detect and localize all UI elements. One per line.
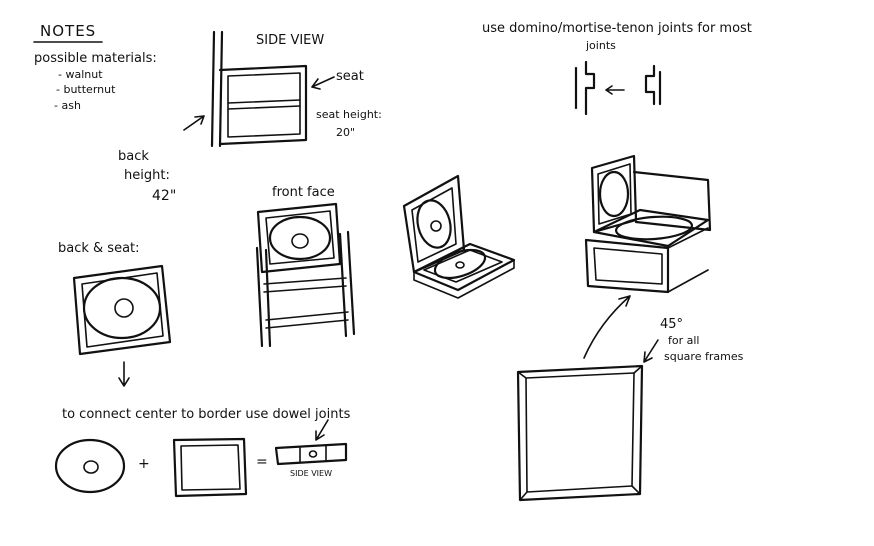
assembled-front-panel-inner [593, 247, 663, 285]
seat-label: seat [336, 69, 364, 84]
down-arrow-icon [118, 361, 130, 387]
seat-height-value: 20" [336, 126, 355, 139]
back-label: back [118, 149, 149, 164]
back-seat-disc-center [114, 298, 134, 318]
seat-arrow-icon [311, 76, 335, 90]
seat-height-label: seat height: [316, 108, 382, 121]
open-box-sketch [402, 174, 516, 299]
front-back-disc [268, 215, 332, 261]
front-leg-right-outer [346, 230, 356, 336]
dowel-side-view-label: SIDE VIEW [290, 469, 332, 478]
material-item-walnut: - walnut [58, 68, 103, 81]
open-box-seat-disc-center [455, 261, 465, 269]
connect-plus: + [138, 456, 150, 472]
connect-frame-outer [172, 437, 248, 498]
square-frame-section: 45° for all square frames [516, 317, 744, 502]
joints-note-line2: joints [585, 39, 616, 52]
open-box-seat-disc [433, 248, 487, 280]
open-box-seat-thickness [413, 259, 515, 299]
frame-angle-arrow-icon [643, 339, 659, 363]
front-leg-left-inner [264, 248, 272, 348]
materials-label: possible materials: [34, 51, 157, 66]
back-post-inner [218, 30, 224, 148]
frame-angle-value: 45° [660, 317, 683, 332]
back-seat-section: back & seat: [58, 241, 172, 387]
open-box-back-disc [416, 199, 452, 249]
material-item-butternut: - butternut [56, 83, 116, 96]
front-rail-lower-a [265, 311, 349, 321]
dowel-arrow-icon [315, 419, 329, 441]
connect-disc [54, 438, 126, 494]
connect-section: to connect center to border use dowel jo… [54, 407, 351, 498]
front-face-section: front face [255, 185, 356, 348]
connect-disc-center [83, 460, 99, 474]
frame-note-line2: square frames [664, 350, 744, 363]
front-rail-lower-b [265, 319, 349, 329]
front-face-title: front face [272, 185, 335, 200]
assembled-back-disc [598, 170, 630, 218]
side-view-title: SIDE VIEW [256, 33, 324, 48]
open-box-back-disc-center [430, 220, 442, 232]
connect-equals: = [256, 454, 268, 470]
joint-tenon-icon [584, 60, 596, 116]
back-height-arrow-icon [183, 115, 205, 131]
assembled-side-panel [632, 170, 712, 232]
frame-note-line1: for all [668, 334, 699, 347]
assembled-depth-lines [667, 227, 709, 293]
seat-frame-inner [227, 72, 301, 138]
material-item-ash: - ash [54, 99, 81, 112]
notes-title: NOTES [40, 22, 96, 40]
square-frame-outer [516, 364, 644, 502]
square-frame-inner [525, 372, 635, 493]
open-box-back-panel-inner [411, 187, 457, 263]
assembled-seat-top [592, 208, 710, 248]
back-seat-frame-inner [81, 272, 164, 348]
joints-note-line1: use domino/mortise-tenon joints for most [482, 21, 752, 36]
back-seat-frame-outer [72, 264, 172, 356]
notes-section: NOTES possible materials: - walnut - but… [33, 22, 157, 112]
seat-rail-bottom [227, 105, 301, 110]
front-rail-upper-a [263, 277, 347, 285]
dowel-side-view-bar [274, 442, 348, 466]
back-post-outer [210, 30, 216, 148]
connect-frame-inner [180, 444, 241, 491]
square-frame-miter-lines [517, 365, 643, 501]
assembly-arrow-icon [583, 295, 631, 359]
front-back-panel-inner [265, 210, 335, 265]
front-back-disc-center [291, 233, 309, 249]
seat-rail-top [227, 99, 301, 104]
dowel-hole [308, 450, 318, 458]
front-rail-upper-b [263, 285, 347, 293]
assembled-seat-disc [614, 215, 694, 241]
back-seat-title: back & seat: [58, 241, 140, 256]
back-height-value: 42" [152, 188, 176, 204]
front-leg-left-outer [255, 246, 264, 348]
side-view-section: SIDE VIEW seat seat height: 20" back hei… [118, 30, 382, 204]
front-leg-right-inner [338, 232, 348, 338]
joint-arrow-icon [605, 85, 625, 95]
height-label: height: [124, 168, 170, 183]
connect-note: to connect center to border use dowel jo… [62, 407, 351, 422]
front-back-panel-outer [256, 202, 342, 274]
dowel-side-view-dividers [299, 445, 327, 463]
joints-section: use domino/mortise-tenon joints for most… [482, 21, 752, 116]
joint-mortise-icon [644, 64, 656, 106]
assembled-box-sketch [583, 154, 712, 359]
back-seat-disc [82, 276, 162, 340]
seat-frame-outer [218, 64, 308, 146]
